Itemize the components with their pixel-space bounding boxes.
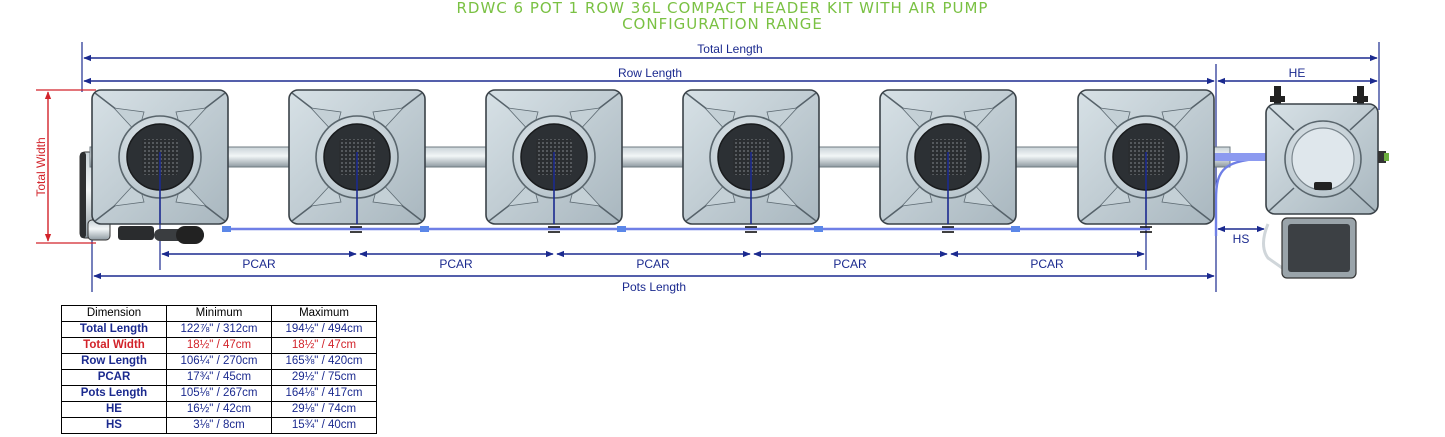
minimum-cell: 105⅛" / 267cm — [166, 385, 272, 402]
system-diagram: Total Length Row Length HE Total Width H… — [34, 42, 1389, 294]
dimension-cell: Total Length — [61, 321, 167, 338]
main-pipe — [89, 146, 1231, 168]
table-row-he: HE 16½" / 42cm 29⅛" / 74cm — [61, 401, 377, 418]
dimension-cell: HS — [61, 417, 167, 434]
maximum-cell: 165⅜" / 420cm — [271, 353, 377, 370]
title-line-2: CONFIGURATION RANGE — [622, 15, 823, 33]
table-row-total-width: Total Width 18½" / 47cm 18½" / 47cm — [61, 337, 377, 354]
dimension-cell: PCAR — [61, 369, 167, 386]
diagram-title: RDWC 6 POT 1 ROW 36L COMPACT HEADER KIT … — [0, 0, 1445, 32]
pcar-label-2: PCAR — [439, 257, 473, 271]
dimension-cell: HE — [61, 401, 167, 418]
total-length-label: Total Length — [697, 42, 762, 56]
table-row-row-length: Row Length 106¼" / 270cm 165⅜" / 420cm — [61, 353, 377, 370]
maximum-cell: 15¾" / 40cm — [271, 417, 377, 434]
minimum-cell: 3⅛" / 8cm — [166, 417, 272, 434]
column-header-minimum: Minimum — [166, 305, 272, 322]
header-tank — [1265, 86, 1389, 215]
configuration-range-table: Dimension Minimum Maximum Total Length 1… — [61, 305, 377, 434]
dimension-cell: Pots Length — [61, 385, 167, 402]
row-length-label: Row Length — [618, 66, 682, 80]
he-label: HE — [1289, 66, 1306, 80]
table-row-hs: HS 3⅛" / 8cm 15¾" / 40cm — [61, 417, 377, 434]
maximum-cell: 29⅛" / 74cm — [271, 401, 377, 418]
maximum-cell: 18½" / 47cm — [271, 337, 377, 354]
minimum-cell: 16½" / 42cm — [166, 401, 272, 418]
table-row-pcar: PCAR 17¾" / 45cm 29½" / 75cm — [61, 369, 377, 386]
pot-4 — [682, 89, 820, 225]
dimension-cell: Row Length — [61, 353, 167, 370]
air-tube-to-pump — [1262, 223, 1289, 274]
table-header-row: Dimension Minimum Maximum — [61, 305, 377, 322]
pot-5 — [879, 89, 1017, 225]
pot-1 — [91, 89, 229, 225]
pcar-label-4: PCAR — [833, 257, 867, 271]
air-pump — [1281, 217, 1357, 279]
table-row-total-length: Total Length 122⅞" / 312cm 194½" / 494cm — [61, 321, 377, 338]
minimum-cell: 17¾" / 45cm — [166, 369, 272, 386]
column-header-maximum: Maximum — [271, 305, 377, 322]
minimum-cell: 106¼" / 270cm — [166, 353, 272, 370]
total-width-extensions — [36, 89, 96, 244]
grommets — [350, 226, 1152, 233]
pcar-label-5: PCAR — [1030, 257, 1064, 271]
maximum-cell: 194½" / 494cm — [271, 321, 377, 338]
total-width-label: Total Width — [34, 137, 48, 196]
pots-length-label: Pots Length — [622, 280, 686, 294]
table-row-pots-length: Pots Length 105⅛" / 267cm 164⅛" / 417cm — [61, 385, 377, 402]
pot-2 — [288, 89, 426, 225]
dimension-cell: Total Width — [61, 337, 167, 354]
title-line-1: RDWC 6 POT 1 ROW 36L COMPACT HEADER KIT … — [456, 0, 989, 17]
hs-label: HS — [1233, 232, 1250, 246]
minimum-cell: 122⅞" / 312cm — [166, 321, 272, 338]
pot-6 — [1077, 89, 1215, 225]
maximum-cell: 29½" / 75cm — [271, 369, 377, 386]
pcar-label-3: PCAR — [636, 257, 670, 271]
maximum-cell: 164⅛" / 417cm — [271, 385, 377, 402]
air-connectors — [222, 226, 1020, 232]
pcar-label-1: PCAR — [242, 257, 276, 271]
minimum-cell: 18½" / 47cm — [166, 337, 272, 354]
column-header-dimension: Dimension — [61, 305, 167, 322]
pot-3 — [485, 89, 623, 225]
drain-valve — [118, 226, 204, 244]
